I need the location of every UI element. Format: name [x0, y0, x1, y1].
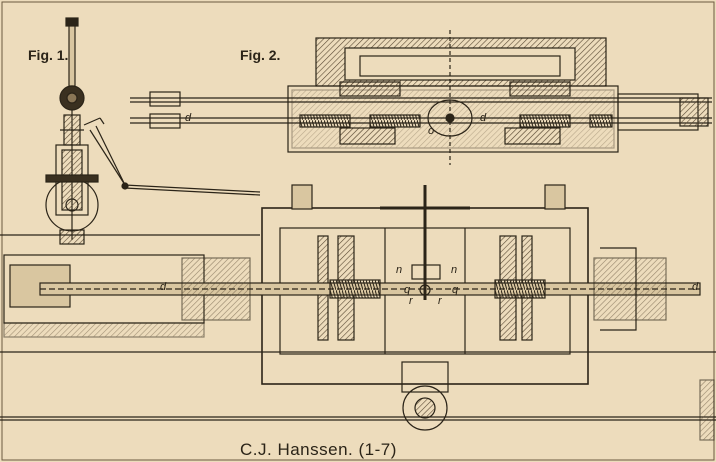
letter-n-left: n: [396, 264, 402, 276]
letter-d-fig2-right: d: [480, 112, 487, 124]
fig2-section-drawing: [130, 30, 712, 165]
fig2-label: Fig. 2.: [240, 47, 280, 63]
letter-q-left: q: [404, 284, 411, 296]
plan-view-drawing: [0, 184, 716, 441]
letter-q-right: q: [452, 284, 459, 296]
letter-r-left: r: [409, 295, 414, 307]
letter-d-plan-right: d: [692, 281, 699, 293]
letter-o-fig2: o: [428, 125, 434, 137]
letter-r-right: r: [438, 295, 443, 307]
fig1-label: Fig. 1.: [28, 47, 68, 63]
letter-n-right: n: [451, 264, 457, 276]
fig1-governor-drawing: [45, 17, 261, 245]
caption: C.J. Hanssen. (1-7): [240, 440, 397, 459]
letter-d-plan-left: d: [160, 281, 167, 293]
letter-d-fig2-left: d: [185, 112, 192, 124]
